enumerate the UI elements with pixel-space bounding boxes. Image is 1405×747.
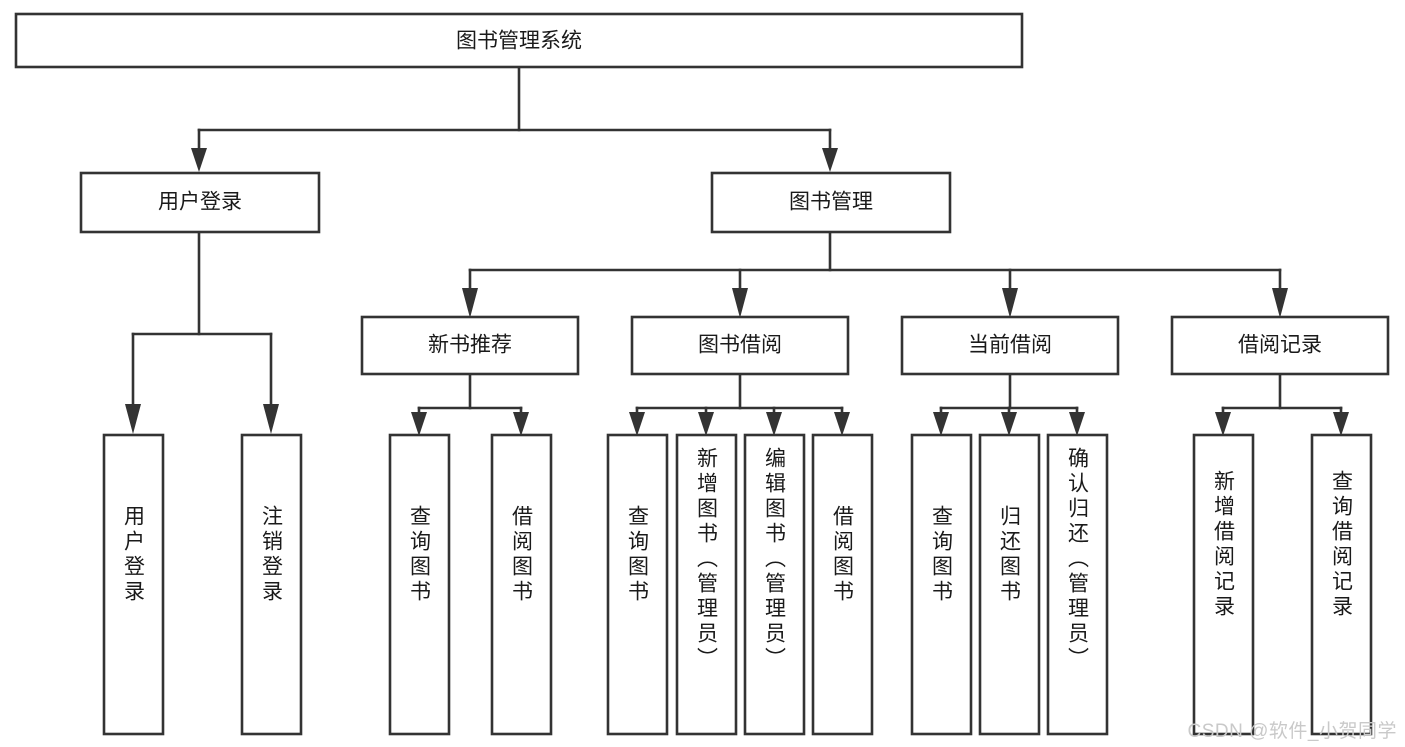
node-root-system-label: 图书管理系统 [456, 30, 582, 53]
arrow-head-user-login [191, 148, 207, 172]
node-leaf-cb-query-book-box [910, 433, 973, 736]
node-book-management-label: 图书管理 [789, 191, 873, 214]
node-leaf-br-add-record-box [1192, 433, 1255, 736]
node-borrow-record-box [1170, 315, 1390, 376]
arrow-head-bb-edit-book [766, 412, 782, 436]
node-leaf-nb-borrow-book[interactable]: 借阅图书 [490, 433, 553, 736]
arrow-head-bb-query-book [629, 412, 645, 436]
node-leaf-bb-borrow-book-label: 借阅图书 [831, 505, 855, 605]
node-leaf-br-query-record-box [1310, 433, 1373, 736]
arrow-head-book-borrow [732, 288, 748, 318]
node-leaf-cb-confirm-return[interactable]: 确认归还（管理员） [1046, 433, 1109, 736]
node-borrow-record[interactable]: 借阅记录 [1170, 315, 1390, 376]
node-current-borrow-box [900, 315, 1120, 376]
arrow-head-nb-query-book [411, 412, 427, 436]
arrow-head-br-add-record [1215, 412, 1231, 436]
node-leaf-br-add-record-label: 新增借阅记录 [1212, 470, 1236, 620]
node-current-borrow-label: 当前借阅 [968, 334, 1052, 357]
arrow-head-nb-borrow-book [513, 412, 529, 436]
arrow-head-leaf-logout [263, 404, 279, 434]
node-leaf-bb-add-book-box [675, 433, 738, 736]
arrow-head-book-mgmt [822, 148, 838, 172]
node-leaf-nb-query-book-label: 查询图书 [408, 505, 432, 605]
node-leaf-br-query-record-label: 查询借阅记录 [1330, 470, 1354, 620]
node-borrow-record-label: 借阅记录 [1238, 334, 1322, 357]
node-leaf-cb-query-book[interactable]: 查询图书 [910, 433, 973, 736]
arrow-head-new-book [462, 288, 478, 318]
node-book-borrow[interactable]: 图书借阅 [630, 315, 850, 376]
node-leaf-bb-add-book-label: 新增图书（管理员） [695, 447, 719, 672]
node-new-book-recommend-label: 新书推荐 [428, 334, 512, 357]
arrow-head-current-borrow [1002, 288, 1018, 318]
node-user-login-label: 用户登录 [158, 191, 242, 214]
node-leaf-bb-edit-book-label: 编辑图书（管理员） [763, 447, 787, 672]
node-leaf-cb-return-book-label: 归还图书 [998, 505, 1022, 605]
node-book-management-box [710, 171, 952, 234]
node-book-borrow-label: 图书借阅 [698, 334, 782, 357]
node-leaf-bb-edit-book-box [743, 433, 806, 736]
arrow-head-cb-query-book [933, 412, 949, 436]
arrow-head-borrow-record [1272, 288, 1288, 318]
node-leaf-bb-add-book[interactable]: 新增图书（管理员） [675, 433, 738, 736]
connector-layer [125, 65, 1349, 436]
node-leaf-cb-return-book[interactable]: 归还图书 [978, 433, 1041, 736]
node-leaf-bb-query-book[interactable]: 查询图书 [606, 433, 669, 736]
node-leaf-nb-query-book-box [388, 433, 451, 736]
node-leaf-bb-borrow-book[interactable]: 借阅图书 [811, 433, 874, 736]
node-leaf-user-login-box [102, 433, 165, 736]
arrow-head-leaf-user-login [125, 404, 141, 434]
node-leaf-bb-edit-book[interactable]: 编辑图书（管理员） [743, 433, 806, 736]
node-leaf-user-login-label: 用户登录 [122, 505, 146, 605]
node-user-login-box [79, 171, 321, 234]
arrow-head-bb-add-book [698, 412, 714, 436]
node-leaf-cb-confirm-return-label: 确认归还（管理员） [1066, 447, 1090, 672]
node-leaf-bb-query-book-box [606, 433, 669, 736]
node-new-book-recommend[interactable]: 新书推荐 [360, 315, 580, 376]
node-user-login[interactable]: 用户登录 [79, 171, 321, 234]
node-book-borrow-box [630, 315, 850, 376]
node-book-management[interactable]: 图书管理 [710, 171, 952, 234]
node-root-system-box [14, 12, 1024, 69]
node-leaf-cb-confirm-return-box [1046, 433, 1109, 736]
node-leaf-nb-query-book[interactable]: 查询图书 [388, 433, 451, 736]
node-root-system[interactable]: 图书管理系统 [14, 12, 1024, 69]
node-leaf-logout[interactable]: 注销登录 [240, 433, 303, 736]
node-leaf-bb-borrow-book-box [811, 433, 874, 736]
node-current-borrow[interactable]: 当前借阅 [900, 315, 1120, 376]
node-new-book-recommend-box [360, 315, 580, 376]
node-leaf-nb-borrow-book-box [490, 433, 553, 736]
node-leaf-cb-query-book-label: 查询图书 [930, 505, 954, 605]
arrow-head-br-query-record [1333, 412, 1349, 436]
node-leaf-bb-query-book-label: 查询图书 [626, 505, 650, 605]
node-leaf-logout-box [240, 433, 303, 736]
node-leaf-logout-label: 注销登录 [260, 505, 284, 605]
node-leaf-user-login[interactable]: 用户登录 [102, 433, 165, 736]
node-leaf-br-query-record[interactable]: 查询借阅记录 [1310, 433, 1373, 736]
node-leaf-br-add-record[interactable]: 新增借阅记录 [1192, 433, 1255, 736]
arrow-head-bb-borrow-book [834, 412, 850, 436]
arrow-head-cb-return-book [1001, 412, 1017, 436]
node-leaf-cb-return-book-box [978, 433, 1041, 736]
arrow-head-cb-confirm-return [1069, 412, 1085, 436]
node-leaf-nb-borrow-book-label: 借阅图书 [510, 505, 534, 605]
